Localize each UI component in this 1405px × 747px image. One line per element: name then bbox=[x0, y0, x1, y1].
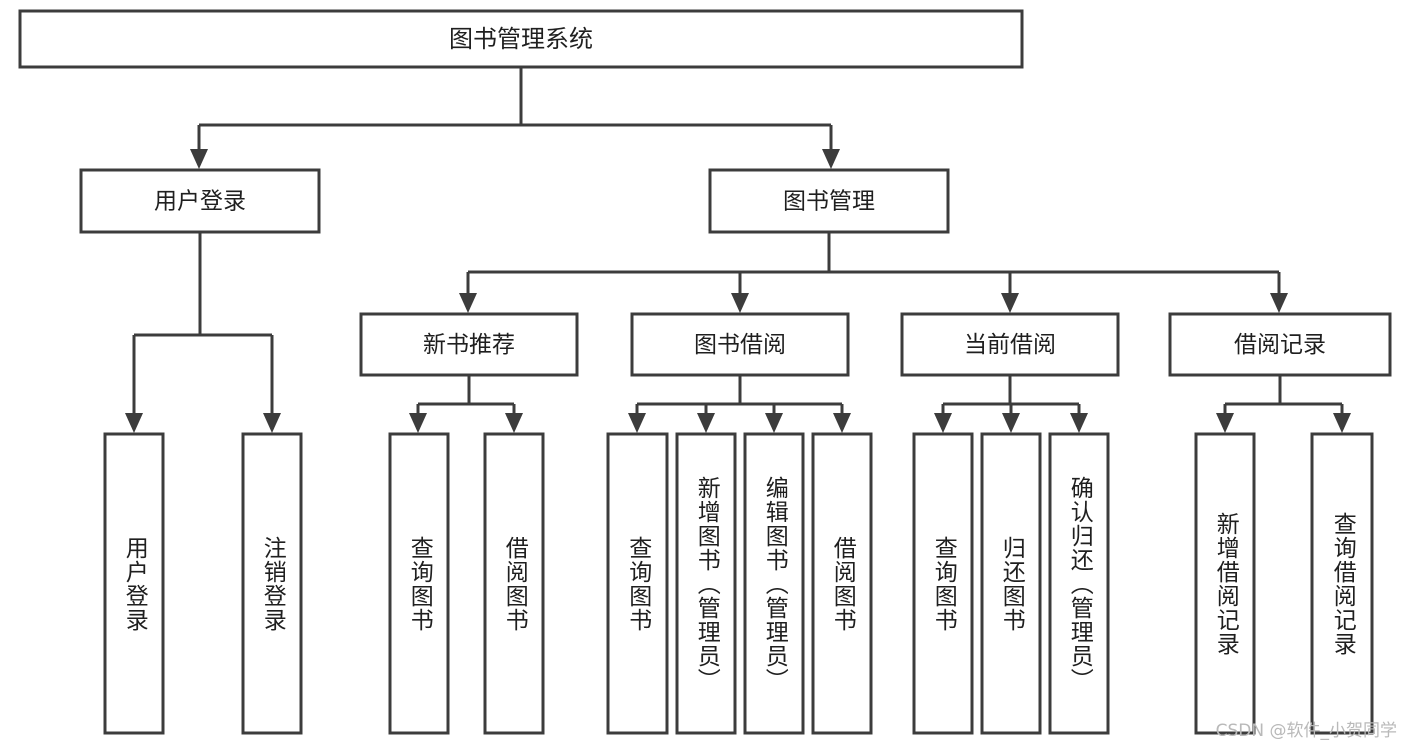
node-leaf-7[interactable] bbox=[811, 432, 873, 735]
node-level2-2[interactable] bbox=[900, 312, 1120, 377]
node-leaf-11[interactable] bbox=[1194, 432, 1256, 735]
node-leaf-6[interactable] bbox=[743, 432, 805, 735]
node-level1-0[interactable] bbox=[79, 168, 321, 234]
arrow-head-icon bbox=[1270, 293, 1288, 313]
arrow-head-icon bbox=[934, 413, 952, 433]
node-leaf-10[interactable] bbox=[1048, 432, 1110, 735]
arrow-head-icon bbox=[409, 413, 427, 433]
node-level2-1[interactable] bbox=[630, 312, 850, 377]
node-level2-label-3: 借阅记录 bbox=[1234, 332, 1326, 358]
arrow-head-icon bbox=[697, 413, 715, 433]
connector-record-to-leaves bbox=[1223, 375, 1344, 415]
node-leaf-8[interactable] bbox=[912, 432, 974, 735]
connector-new-book-to-leaves bbox=[416, 375, 516, 415]
arrow-head-icon bbox=[190, 149, 208, 169]
node-box-layer bbox=[18, 9, 1392, 735]
node-leaf-4[interactable] bbox=[606, 432, 669, 735]
connector-root-to-level1 bbox=[197, 67, 833, 151]
arrow-head-icon bbox=[765, 413, 783, 433]
arrow-head-icon bbox=[1216, 413, 1234, 433]
node-level2-label-1: 图书借阅 bbox=[694, 332, 786, 358]
node-root[interactable] bbox=[18, 9, 1024, 69]
arrow-head-icon bbox=[1002, 413, 1020, 433]
node-leaf-2[interactable] bbox=[388, 432, 450, 735]
node-leaf-9[interactable] bbox=[980, 432, 1042, 735]
node-level1-label-1: 图书管理 bbox=[783, 189, 875, 215]
node-leaf-12[interactable] bbox=[1310, 432, 1374, 735]
node-level2-3[interactable] bbox=[1168, 312, 1392, 377]
node-root-label: 图书管理系统 bbox=[449, 25, 593, 53]
arrow-head-icon bbox=[505, 413, 523, 433]
connector-user-login-to-leaves bbox=[132, 232, 274, 415]
connector-layer bbox=[125, 67, 1351, 433]
node-leaf-0[interactable] bbox=[103, 432, 165, 735]
node-level2-0[interactable] bbox=[359, 312, 579, 377]
node-level2-label-2: 当前借阅 bbox=[964, 332, 1056, 358]
arrow-head-icon bbox=[731, 293, 749, 313]
connector-borrow-to-leaves bbox=[635, 375, 844, 415]
connector-current-borrow-to-leaves bbox=[941, 375, 1081, 415]
arrow-head-icon bbox=[1333, 413, 1351, 433]
arrow-head-icon bbox=[628, 413, 646, 433]
arrow-head-icon bbox=[125, 413, 143, 433]
watermark-text: CSDN @软件_小贺同学 bbox=[1215, 721, 1397, 741]
node-leaf-1[interactable] bbox=[241, 432, 303, 735]
arrow-head-icon bbox=[833, 413, 851, 433]
node-leaf-3[interactable] bbox=[483, 432, 545, 735]
arrow-head-icon bbox=[822, 149, 840, 169]
arrow-head-icon bbox=[1070, 413, 1088, 433]
arrow-head-icon bbox=[1001, 293, 1019, 313]
connector-book-mgmt-to-level2 bbox=[466, 232, 1281, 295]
arrow-head-icon bbox=[459, 293, 477, 313]
node-leaf-5[interactable] bbox=[675, 432, 737, 735]
node-level1-label-0: 用户登录 bbox=[154, 189, 246, 215]
arrow-head-icon bbox=[263, 413, 281, 433]
node-level2-label-0: 新书推荐 bbox=[423, 332, 515, 358]
node-level1-1[interactable] bbox=[708, 168, 950, 234]
